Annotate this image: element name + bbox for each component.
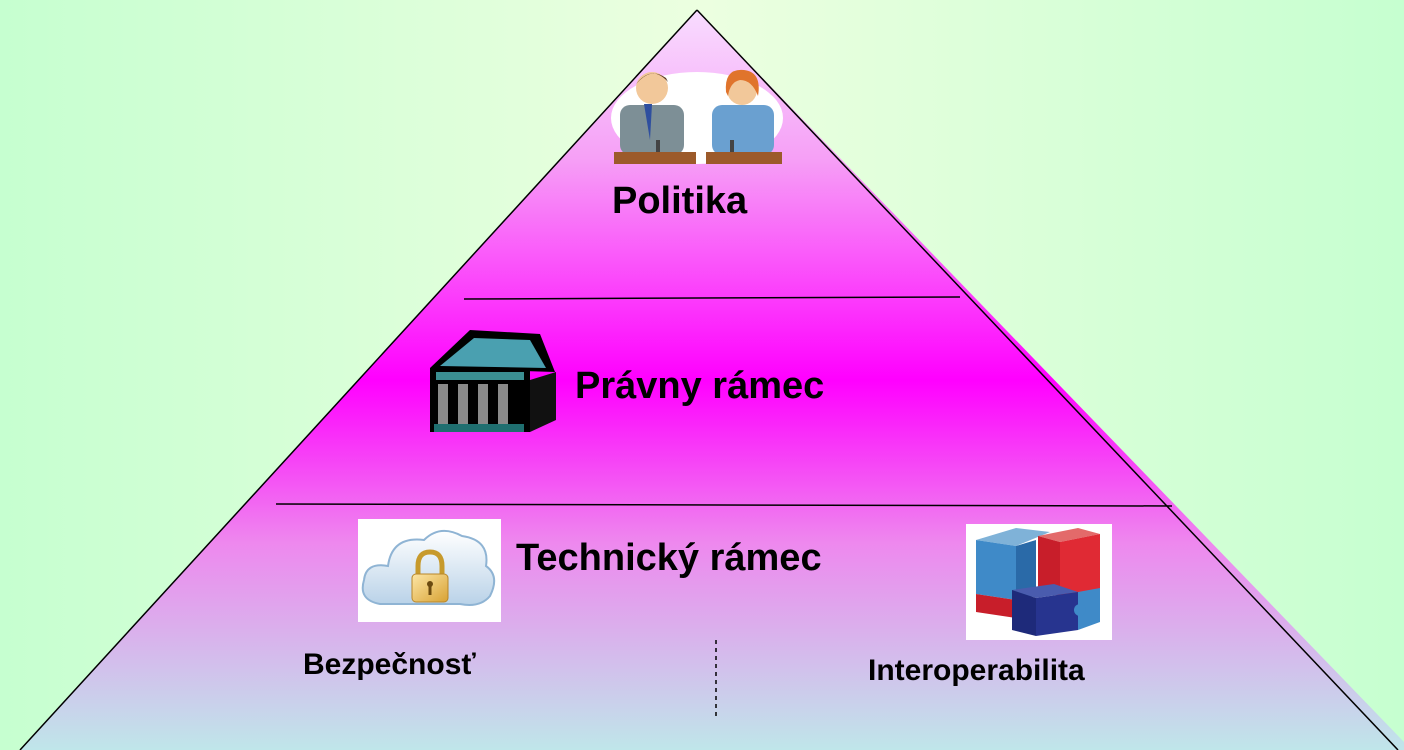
pyramid-left-edge xyxy=(19,9,698,750)
courthouse-icon xyxy=(430,330,556,432)
pyramid-right-edge xyxy=(696,9,1399,750)
sub-label-bezpecnost: Bezpečnosť xyxy=(303,648,476,681)
divider-top xyxy=(463,296,961,300)
cloud-lock-icon xyxy=(358,519,501,622)
politicians-debate-icon xyxy=(611,69,783,164)
level-label-technicky-ramec: Technický rámec xyxy=(516,537,822,579)
divider-bottom xyxy=(275,503,1173,507)
level-label-pravny-ramec: Právny rámec xyxy=(575,365,825,407)
puzzle-cube-icon xyxy=(966,524,1112,640)
level-label-politika: Politika xyxy=(612,180,748,222)
sub-label-interoperabilita: Interoperabilita xyxy=(868,654,1085,687)
